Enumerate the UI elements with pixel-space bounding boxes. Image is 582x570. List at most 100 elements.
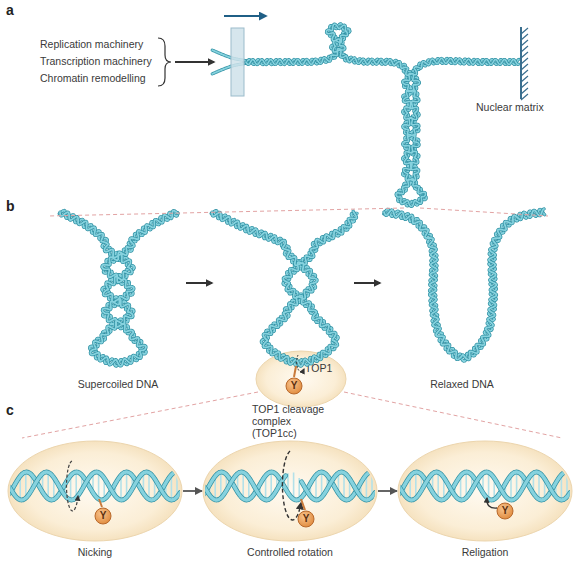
base-pair [36,481,38,483]
dna-strand [212,50,248,61]
base-pair [47,472,49,498]
base-pair [454,484,456,495]
dna-strand-outline [204,472,375,500]
base-pair [338,473,340,493]
base-pair [14,485,16,495]
dna-strand [204,472,375,500]
base-pair [549,488,551,492]
base-pair [326,475,328,489]
dna-strand [246,24,519,207]
dna-strand [9,472,180,500]
base-pair [203,486,205,494]
base-pair [270,472,272,498]
dna-drawing [9,24,570,500]
machinery-label: Replication machinery [40,38,164,50]
base-pair [343,473,345,500]
base-pair [293,472,295,499]
base-pair [109,487,111,493]
dna-strand [384,209,544,360]
tyrosine-circle-fill [298,511,314,527]
base-pair [544,479,546,499]
base-pair [53,477,55,499]
zoom-line [344,392,562,438]
dna-panel-c [204,472,375,500]
base-pair [103,478,105,499]
step-label: Controlled rotation [202,546,378,558]
dna-strand-outline [204,472,286,500]
base-pair [409,476,411,500]
base-pair [321,472,323,497]
base-pair [493,478,495,499]
dna-panel-c [9,472,180,500]
dna-strand-outline [302,472,376,500]
tyrosine-label: Y [297,510,315,528]
base-pair [92,473,94,492]
rotation-arrow [67,461,78,511]
base-pair [75,472,77,498]
dna-strand-outline [9,472,180,500]
base-pair [488,472,490,499]
oval-outline [7,440,183,542]
base-pair [171,475,173,500]
base-pair [505,484,507,497]
dna-strand-outline [384,209,545,361]
dna-panel-c [399,472,570,500]
dna-panel-a [212,24,519,207]
dna-strand [212,63,248,74]
step-oval: TOP1 cleavage complex (TOP1cc)Controlled… [202,440,378,542]
dna-strand [399,472,570,500]
religation-arrow [487,498,497,508]
base-pair [8,486,10,494]
base-pair [449,487,451,494]
base-pair [304,487,306,493]
dna-panel-b [59,209,544,366]
base-pair [126,472,128,497]
step-oval: NickingY [7,440,183,542]
base-pair [460,476,462,500]
base-pair [248,477,250,499]
dna-strand [212,211,356,366]
machinery-label: Transcription machinery [40,55,164,67]
base-pair [42,474,44,492]
dna-strand [399,472,570,500]
base-pair [510,475,512,500]
base-pair [521,475,523,489]
tyrosine-circle-fill [286,378,302,394]
tyrosine-label: Y [285,377,303,395]
dna-strand-outline [399,472,570,500]
tyrosine-circle: Y [297,510,315,528]
dna-state-label: Relaxed DNA [402,378,522,390]
base-pair [310,484,312,497]
dna-strand-outline [212,50,248,61]
base-pair [131,475,133,489]
dna-strand-outline [211,211,357,366]
base-pair [566,472,568,497]
step-arrow [354,282,380,284]
brace [158,38,171,86]
dna-strand [211,211,357,366]
base-pair [298,478,300,499]
dna-strand [9,472,180,500]
base-pair [415,472,417,498]
rotation-arrow [282,451,301,520]
base-pair [98,472,100,499]
base-pair [482,473,484,492]
base-pair [421,475,423,491]
base-pair [477,480,479,483]
tyrosine-circle-fill [497,503,513,519]
base-pair [176,472,178,497]
base-pair [231,481,233,483]
base-pair [87,480,89,483]
base-pair [254,487,256,494]
base-pair [360,483,362,497]
base-pair [516,472,518,497]
base-pair [398,486,400,494]
base-pair [25,472,27,498]
panel-letter: c [6,402,26,418]
base-pair [159,488,161,492]
base-pair [315,475,317,500]
dna-strand-outline [212,211,356,366]
base-pair [561,475,563,500]
dna-strand [60,211,178,366]
panel-letter: b [6,198,26,214]
